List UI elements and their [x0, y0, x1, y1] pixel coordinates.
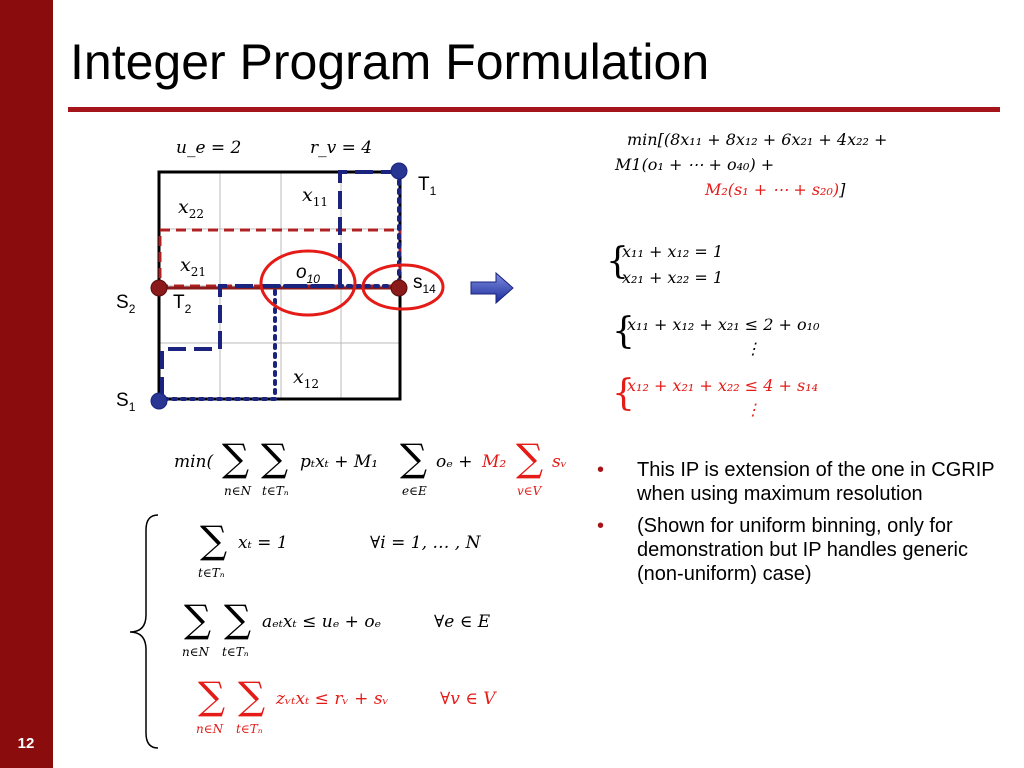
s14-highlight-ellipse [361, 263, 445, 311]
x11-label: x11 [302, 184, 328, 209]
o10-highlight-ellipse [259, 249, 357, 317]
constraint-c4-dots: ⋮ [745, 400, 761, 419]
sum-sub-n: n∈N [224, 484, 252, 498]
node-t1 [390, 162, 408, 180]
s14-label: s14 [413, 272, 436, 296]
x21-label: x21 [180, 254, 206, 279]
node-s2 [150, 279, 168, 297]
t1-label: T1 [418, 174, 437, 198]
page-number: 12 [17, 735, 35, 752]
right-arrow-icon [470, 271, 514, 305]
constraint-c3: x₁₁ + x₁₂ + x₂₁ ≤ 2 + o₁₀ [627, 315, 820, 334]
constraint2-sub-t: t∈Tₙ [222, 645, 249, 659]
title-rule [68, 107, 1000, 112]
constraint2-sum-icon-t: ∑ [224, 597, 252, 641]
sum-sub-e: e∈E [402, 484, 427, 498]
page-title: Integer Program Formulation [70, 34, 710, 90]
brace-1-icon: { [606, 241, 629, 282]
brace-3-icon: { [612, 373, 635, 414]
constraint1-sum-icon: ∑ [200, 518, 228, 562]
o10-label: o10 [296, 262, 320, 286]
bullet-text: This IP is extension of the one in CGRIP… [637, 459, 995, 505]
t2-label: T2 [173, 292, 192, 316]
bullet-dot-icon: • [597, 515, 605, 537]
s2-label: S2 [116, 292, 136, 316]
general-constraint-1-cond: ∀i = 1, … , N [370, 533, 481, 553]
s1-label: S1 [116, 390, 136, 414]
general-objective-term1: pₜxₜ + M₁ [300, 452, 379, 472]
bullet-text: (Shown for uniform binning, only for dem… [637, 515, 968, 585]
sum-sub-v: v∈V [517, 484, 542, 498]
sum-icon-e: ∑ [400, 436, 428, 480]
constraint-c3-dots: ⋮ [745, 339, 761, 358]
constraint2-sum-icon-n: ∑ [184, 597, 212, 641]
general-objective-term2: oₑ + [436, 452, 473, 472]
objective-line-1: min[(8x₁₁ + 8x₁₂ + 6x₂₁ + 4x₂₂ + [627, 130, 888, 149]
general-constraint-3: zᵥₜxₜ ≤ rᵥ + sᵥ [276, 689, 389, 709]
u-label: u_e = 2 [176, 138, 242, 158]
constraint-c4: x₁₂ + x₂₁ + x₂₂ ≤ 4 + s₁₄ [627, 376, 819, 395]
sum-icon-t: ∑ [261, 436, 289, 480]
constraint3-sum-icon-n: ∑ [198, 674, 226, 718]
blue-dashed-path [160, 170, 399, 399]
x12-label: x12 [293, 366, 319, 391]
constraint3-sub-n: n∈N [196, 722, 224, 736]
general-constraint-2: aₑₜxₜ ≤ uₑ + oₑ [262, 612, 382, 632]
constraint3-sum-icon-t: ∑ [238, 674, 266, 718]
objective-line-3: M₂(s₁ + ⋯ + s₂₀)] [705, 180, 846, 199]
node-s14 [390, 279, 408, 297]
constraint-c2: x₂₁ + x₂₂ = 1 [622, 268, 724, 287]
bullet-item: • This IP is extension of the one in CGR… [597, 458, 997, 506]
general-objective-prefix: min( [174, 452, 214, 472]
general-constraint-3-cond: ∀v ∈ V [440, 689, 496, 709]
general-objective-term3: sᵥ [552, 452, 568, 472]
general-constraint-2-cond: ∀e ∈ E [434, 612, 491, 632]
general-objective-m2: M₂ [482, 452, 507, 472]
blue-dotted-path [157, 170, 401, 401]
sum-icon-n: ∑ [222, 436, 250, 480]
constraint2-sub-n: n∈N [182, 645, 210, 659]
constraint1-sub: t∈Tₙ [198, 566, 225, 580]
x22-label: x22 [178, 196, 204, 221]
sum-icon-v: ∑ [516, 436, 544, 480]
bullet-item: • (Shown for uniform binning, only for d… [597, 514, 997, 586]
bullet-list: • This IP is extension of the one in CGR… [597, 458, 997, 594]
left-brace-icon [129, 514, 159, 749]
constraint-c1: x₁₁ + x₁₂ = 1 [622, 242, 724, 261]
general-constraint-1: xₜ = 1 [238, 533, 288, 553]
node-s1 [150, 392, 168, 410]
sidebar-bar [0, 0, 53, 768]
objective-line-2: M1(o₁ + ⋯ + o₄₀) + [615, 155, 775, 174]
constraint3-sub-t: t∈Tₙ [236, 722, 263, 736]
r-label: r_v = 4 [310, 138, 373, 158]
sum-sub-t: t∈Tₙ [262, 484, 289, 498]
brace-2-icon: { [612, 311, 635, 352]
bullet-dot-icon: • [597, 459, 605, 481]
